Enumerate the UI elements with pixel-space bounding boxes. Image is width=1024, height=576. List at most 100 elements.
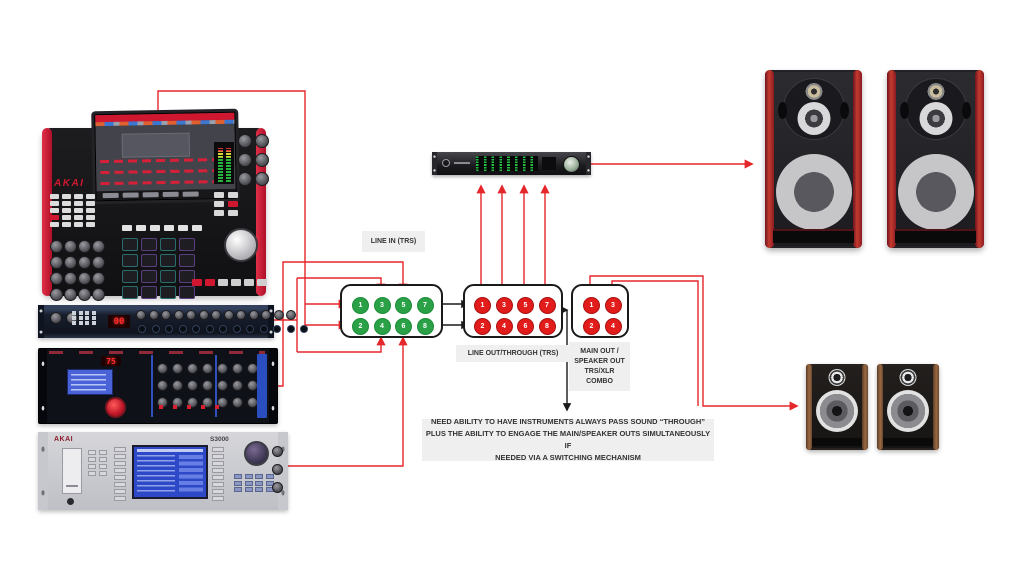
mpc-screen-clip-row	[100, 179, 232, 186]
interface-volume-knob	[563, 156, 580, 173]
line-out-label: LINE OUT/THROUGH (TRS)	[456, 345, 570, 362]
speaker-side-panel	[887, 70, 896, 248]
sampler-model-label: S3000	[210, 436, 229, 443]
sampler-floppy-drive	[62, 448, 82, 494]
sampler-function-keys-right	[212, 447, 224, 502]
sampler-lcd-header	[137, 449, 203, 452]
requirements-note: NEED ABILITY TO HAVE INSTRUMENTS ALWAYS …	[422, 417, 714, 462]
speaker-slot-port	[883, 438, 933, 446]
speaker-port	[778, 102, 787, 119]
wire-rack1-in4	[297, 336, 386, 353]
mpc-jog-wheel	[224, 228, 258, 262]
rack2-section-labels	[49, 351, 265, 354]
speaker-side-panel	[853, 70, 862, 248]
mpc-level-meters	[214, 142, 234, 184]
woofer	[775, 154, 852, 230]
woofer	[816, 390, 858, 432]
rack2-lcd-screen	[67, 369, 113, 395]
main-out-label-line: COMBO	[586, 377, 613, 385]
rack-ear	[278, 432, 288, 510]
speaker-slot-port	[895, 229, 976, 243]
rack1-knob-row	[136, 310, 296, 320]
main-out-label-line: SPEAKER OUT	[574, 357, 625, 365]
audio-interface	[432, 152, 591, 175]
speaker-side-panel	[975, 70, 984, 248]
mpc-x-sampler: AKAI	[42, 108, 269, 301]
rack2-divider	[215, 355, 217, 417]
interface-display	[542, 157, 556, 170]
speaker-side-panel	[862, 364, 868, 450]
sampler-lcd-text	[137, 455, 175, 493]
speaker-side-panel	[933, 364, 939, 450]
mid-driver	[797, 102, 830, 135]
sampler-s3000: AKAI S3000	[38, 432, 288, 510]
jack-8: 8	[416, 318, 434, 335]
jack-4: 4	[495, 318, 513, 335]
interface-level-meters	[476, 156, 538, 171]
rack2-divider	[151, 355, 153, 417]
sampler-lcd-menu	[179, 455, 203, 493]
wire-rack2-in5	[276, 261, 408, 387]
wire-rack1-trunk	[274, 278, 298, 352]
mpc-screen-clip-row	[100, 157, 232, 164]
speaker-side-panel	[765, 70, 774, 248]
jack-1: 1	[352, 297, 369, 314]
tweeter	[805, 83, 822, 100]
sampler-function-keys-left	[114, 447, 126, 502]
speaker-port	[962, 102, 971, 119]
wire-sampler-in6	[288, 336, 408, 467]
main-monitor-right	[887, 70, 984, 248]
rack1-led-display: 00	[108, 315, 130, 328]
jack-4: 4	[604, 318, 622, 335]
wire-mpc-trunk	[157, 90, 306, 325]
jack-3: 3	[604, 297, 622, 314]
speaker-port	[900, 102, 909, 119]
jack-3: 3	[495, 297, 513, 314]
rack-ear	[432, 152, 437, 175]
jack-1: 1	[583, 297, 600, 314]
rack-synth-1: 00	[38, 305, 308, 338]
mid-driver	[919, 102, 952, 135]
jack-3: 3	[373, 297, 391, 314]
sampler-data-wheel	[244, 441, 269, 466]
jack-8: 8	[538, 318, 556, 335]
line-in-label: LINE IN (TRS)	[362, 231, 425, 252]
jack-1: 1	[474, 297, 491, 314]
mpc-transport-buttons	[192, 279, 267, 286]
mpc-function-buttons	[214, 192, 239, 216]
mpc-side-panel-right	[256, 128, 266, 296]
jack-2: 2	[352, 318, 369, 335]
mpc-side-panel-left	[42, 128, 52, 296]
rack-ear	[38, 432, 48, 510]
speaker-slot-port	[773, 229, 854, 243]
tweeter	[927, 83, 944, 100]
rack-ear	[268, 305, 274, 338]
rack2-led-display: 75	[101, 356, 121, 366]
rack-ear	[38, 305, 44, 338]
mpc-mode-buttons	[50, 194, 96, 227]
rack2-knob-grid	[157, 363, 258, 408]
sampler-lcd-screen	[132, 445, 208, 499]
jack-2: 2	[583, 318, 600, 335]
sampler-numeric-keypad	[234, 474, 275, 492]
mpc-right-knobs	[238, 134, 269, 186]
jack-7: 7	[538, 297, 556, 314]
jack-5: 5	[517, 297, 534, 314]
jack-7: 7	[416, 297, 434, 314]
jack-6: 6	[395, 318, 412, 335]
rack2-big-red-knob	[105, 397, 126, 418]
main-out-label-line: TRS/XLR	[584, 367, 615, 375]
sampler-right-knobs	[272, 446, 283, 496]
mpc-pad-grid	[122, 238, 195, 299]
note-line: NEEDED VIA A SWITCHING MECHANISM	[495, 453, 641, 462]
rack2-brand-strip	[257, 354, 267, 418]
tweeter	[828, 369, 846, 386]
sampler-brand-logo: AKAI	[54, 436, 74, 443]
